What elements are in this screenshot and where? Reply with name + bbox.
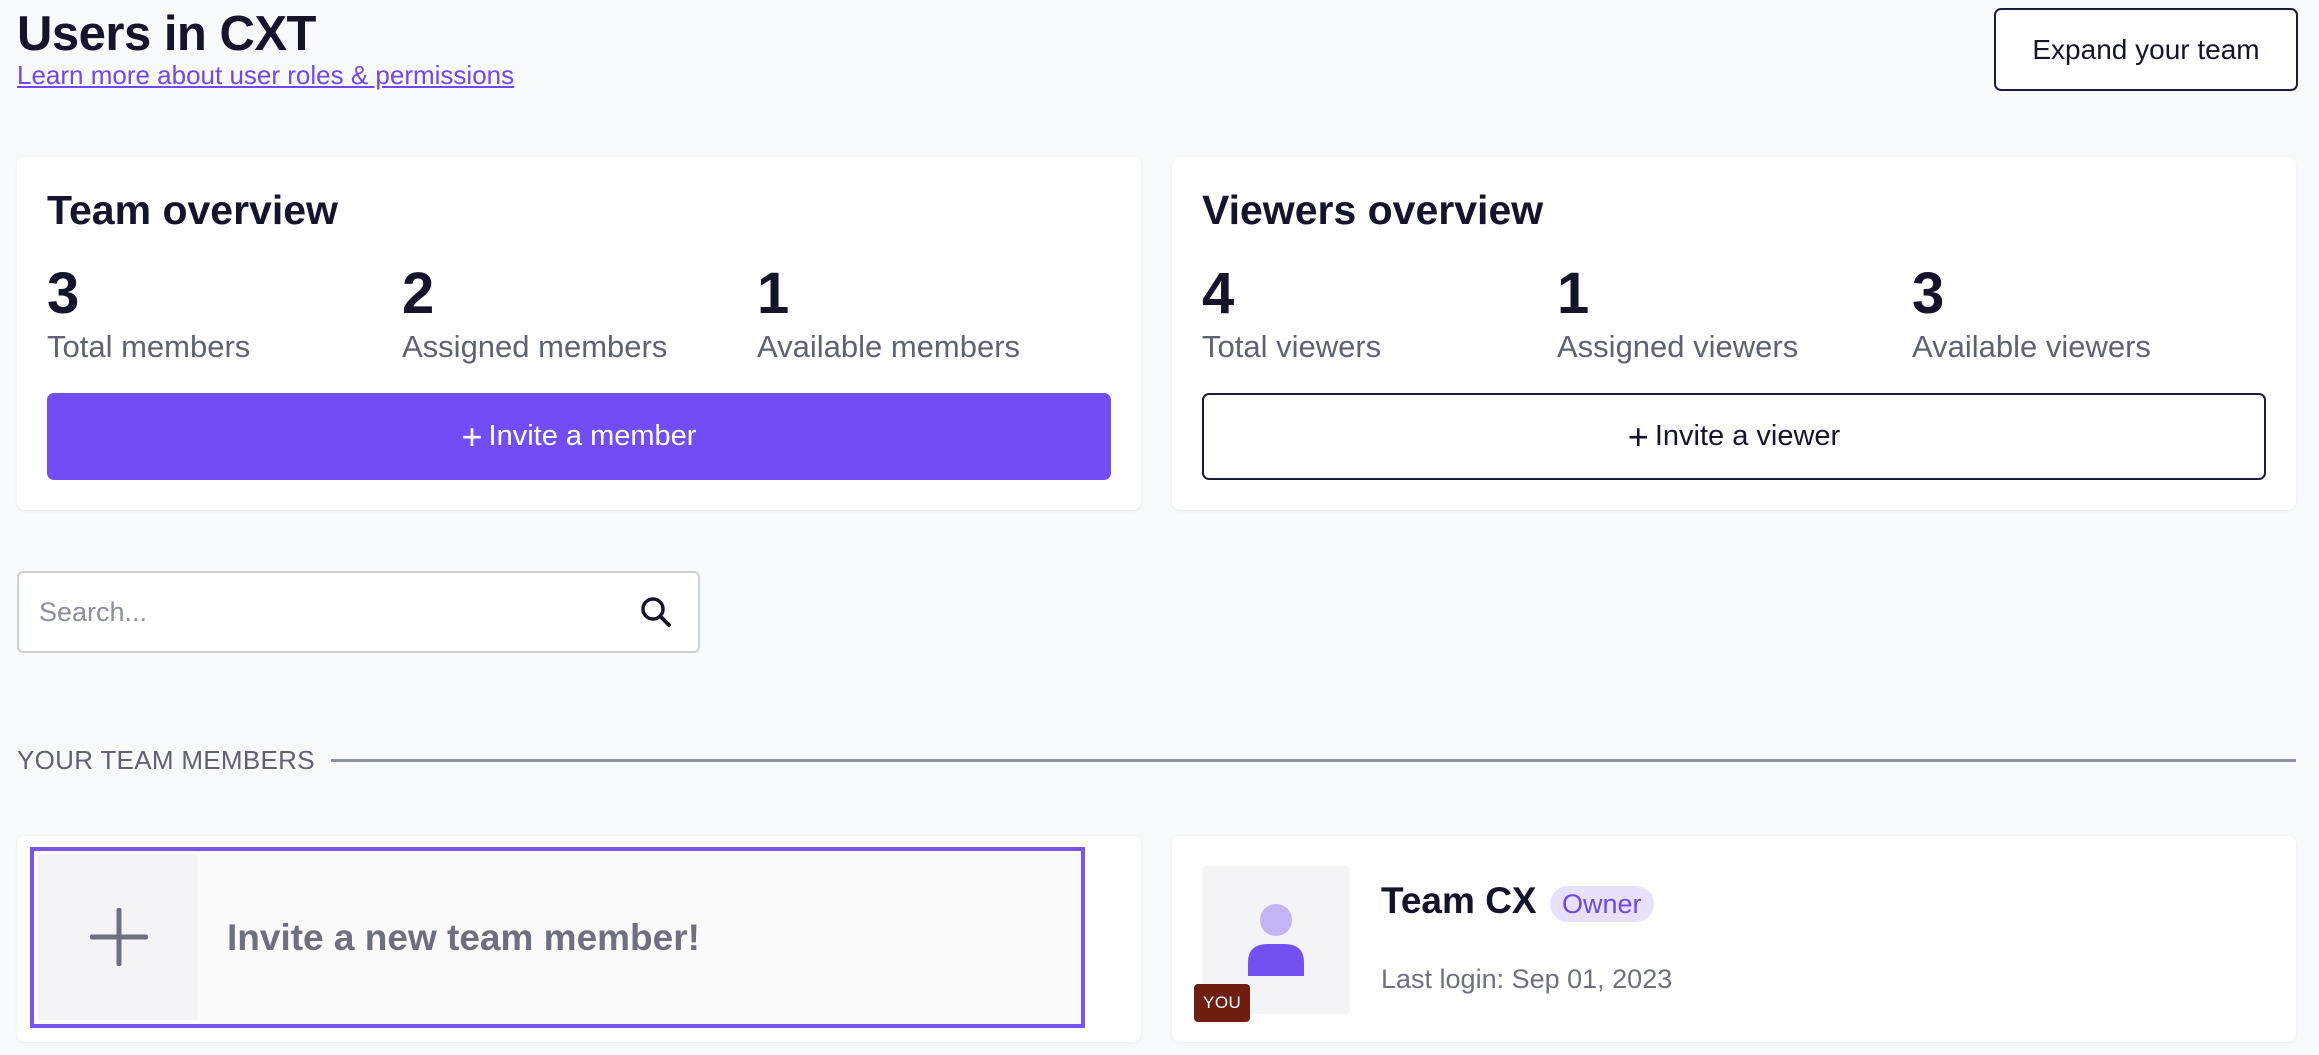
- stat-available-viewers: 3 Available viewers: [1912, 265, 2151, 365]
- invite-new-member-tile[interactable]: Invite a new team member!: [30, 847, 1085, 1028]
- stat-value: 1: [1557, 261, 1590, 326]
- viewers-overview-title: Viewers overview: [1202, 187, 1544, 233]
- stat-value: 1: [757, 261, 790, 326]
- role-badge: Owner: [1550, 886, 1654, 922]
- section-label: YOUR TEAM MEMBERS: [17, 744, 315, 775]
- stat-total-viewers: 4 Total viewers: [1202, 265, 1381, 365]
- viewers-overview-card: Viewers overview 4 Total viewers 1 Assig…: [1172, 157, 2296, 510]
- invite-member-button[interactable]: + Invite a member: [47, 393, 1111, 480]
- team-overview-card: Team overview 3 Total members 2 Assigned…: [17, 157, 1141, 510]
- invite-card: Invite a new team member!: [17, 836, 1141, 1042]
- stat-value: 3: [1912, 261, 1945, 326]
- user-avatar-icon: [1248, 904, 1304, 976]
- team-members-section-header: YOUR TEAM MEMBERS: [17, 740, 2296, 780]
- stat-label: Available viewers: [1912, 329, 2151, 364]
- invite-member-label: Invite a member: [488, 420, 697, 452]
- plus-icon: +: [461, 415, 483, 457]
- stat-assigned-members: 2 Assigned members: [402, 265, 667, 365]
- plus-icon-box: [38, 855, 198, 1020]
- plus-icon: [90, 908, 148, 966]
- team-overview-title: Team overview: [47, 187, 338, 233]
- stat-label: Available members: [757, 329, 1021, 364]
- invite-viewer-button[interactable]: + Invite a viewer: [1202, 393, 2266, 480]
- last-login: Last login: Sep 01, 2023: [1381, 964, 1673, 994]
- stat-value: 4: [1202, 261, 1235, 326]
- you-badge: YOU: [1194, 984, 1251, 1022]
- stat-value: 2: [402, 261, 435, 326]
- stat-label: Assigned viewers: [1557, 329, 1799, 364]
- member-card[interactable]: YOU Team CX Owner Last login: Sep 01, 20…: [1172, 836, 2296, 1042]
- page-title: Users in CXT: [17, 7, 316, 61]
- stat-label: Total members: [47, 329, 251, 364]
- stat-total-members: 3 Total members: [47, 265, 250, 365]
- stat-label: Assigned members: [402, 329, 668, 364]
- search-icon[interactable]: [639, 595, 673, 629]
- search-box: [17, 571, 700, 653]
- invite-new-member-text: Invite a new team member!: [227, 917, 700, 958]
- stat-value: 3: [47, 261, 80, 326]
- member-name: Team CX: [1381, 880, 1537, 921]
- stat-label: Total viewers: [1202, 329, 1382, 364]
- expand-team-button[interactable]: Expand your team: [1994, 8, 2298, 91]
- roles-permissions-link[interactable]: Learn more about user roles & permission…: [17, 60, 515, 90]
- plus-icon: +: [1627, 415, 1649, 457]
- search-input[interactable]: [39, 573, 599, 651]
- invite-viewer-label: Invite a viewer: [1654, 420, 1841, 452]
- stat-available-members: 1 Available members: [757, 265, 1020, 365]
- stat-assigned-viewers: 1 Assigned viewers: [1557, 265, 1798, 365]
- section-divider: [330, 758, 2296, 762]
